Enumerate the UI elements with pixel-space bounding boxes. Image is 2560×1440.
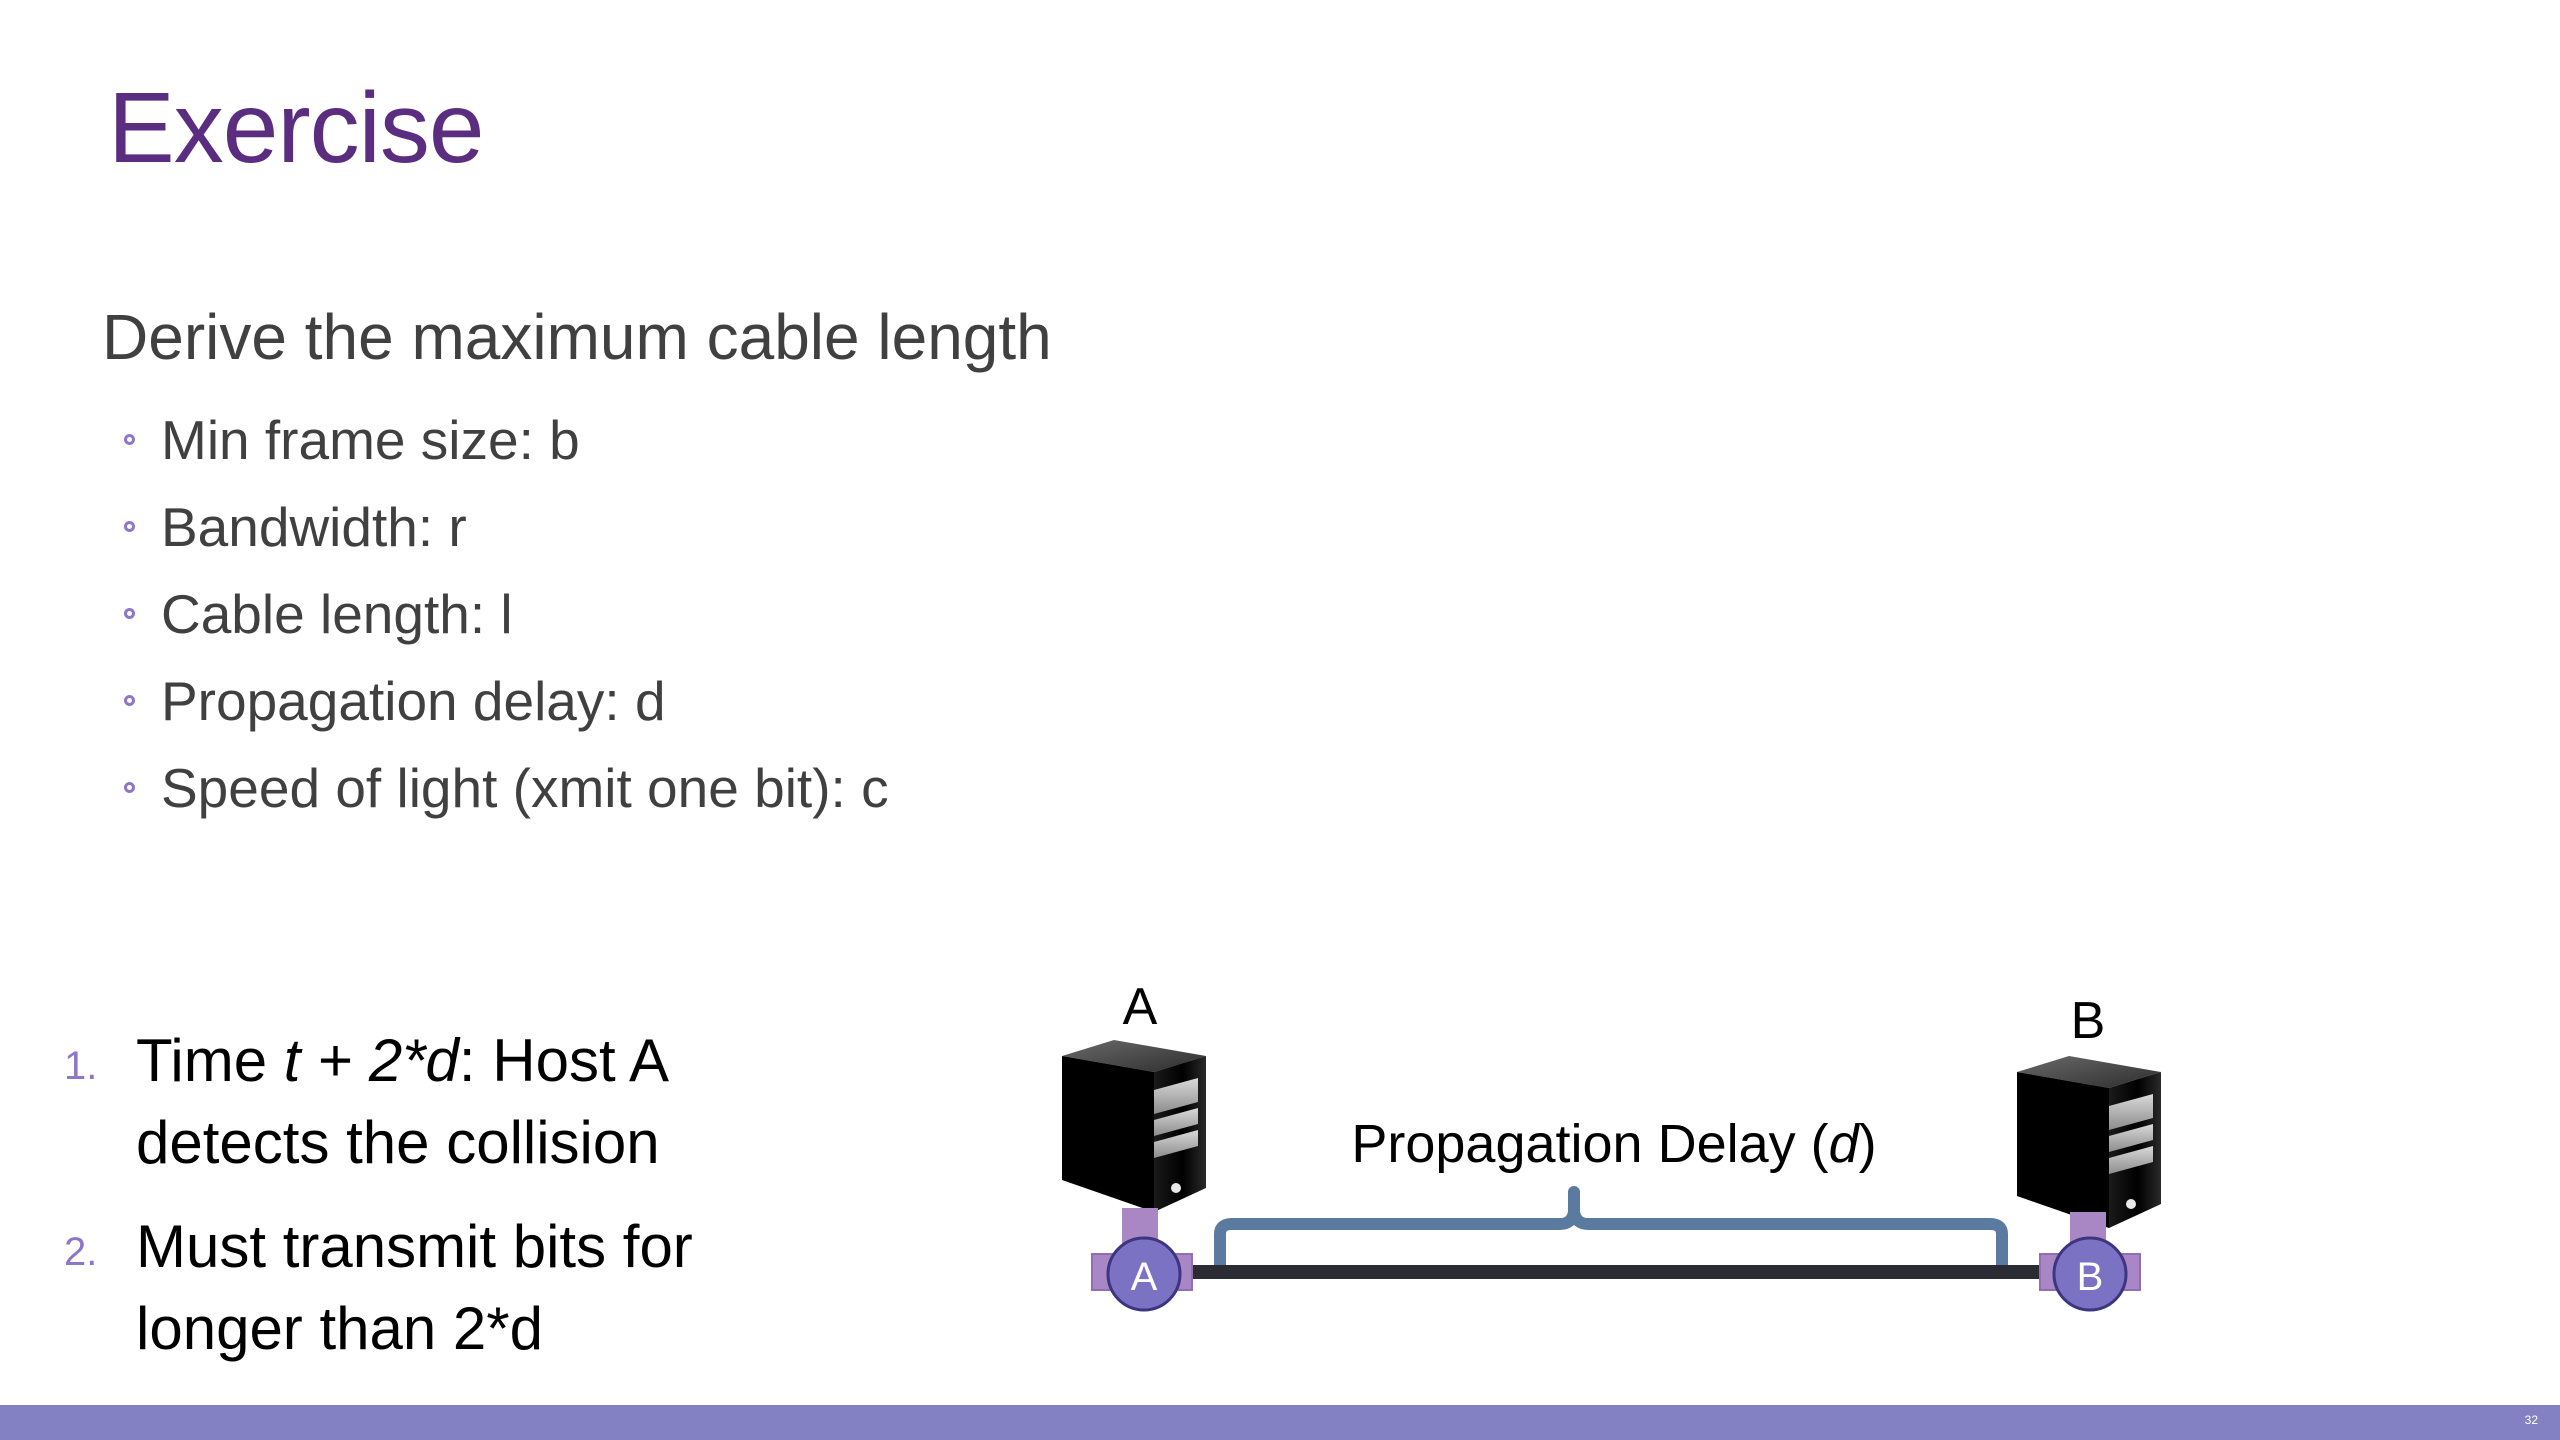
step-text-part: Time	[136, 1027, 284, 1094]
collision-diagram: A B Propagation Delay (d)	[1062, 980, 2161, 1312]
delay-label-variable: d	[1829, 1114, 1861, 1174]
delay-brace	[1214, 1186, 2008, 1276]
node-b-circle	[2052, 1236, 2128, 1312]
host-a-label: A	[1123, 980, 1158, 1036]
step-item: 2. Must transmit bits for longer than 2*…	[64, 1206, 816, 1370]
bullet-text: Bandwidth: r	[161, 495, 467, 558]
step-text: Must transmit bits for longer than 2*d	[136, 1213, 693, 1362]
parameter-list: Min frame size: b Bandwidth: r Cable len…	[124, 396, 889, 831]
host-b-label: B	[2071, 992, 2106, 1050]
list-item: Speed of light (xmit one bit): c	[124, 744, 889, 831]
bullet-icon	[124, 695, 135, 706]
step-text-part: : Host A detects the collision	[136, 1027, 666, 1176]
bullet-icon	[124, 608, 135, 619]
node-a-circle	[1106, 1236, 1182, 1312]
bullet-text: Cable length: l	[161, 582, 513, 645]
node-a-label: A	[1131, 1255, 1158, 1299]
delay-label-text: Propagation Delay (	[1351, 1114, 1828, 1174]
server-icon	[2017, 1056, 2161, 1228]
step-number: 2.	[64, 1230, 98, 1274]
list-item: Bandwidth: r	[124, 483, 889, 570]
slide-title: Exercise	[108, 72, 484, 184]
lead-text: Derive the maximum cable length	[102, 301, 1052, 373]
bullet-text: Propagation delay: d	[161, 669, 666, 732]
list-item: Propagation delay: d	[124, 657, 889, 744]
bullet-text: Min frame size: b	[161, 408, 580, 471]
step-number: 1.	[64, 1044, 98, 1088]
cable	[1160, 1265, 2108, 1279]
step-item: 1. Time t + 2*d: Host A detects the coll…	[64, 1020, 816, 1184]
propagation-delay-label: Propagation Delay (d)	[1351, 1114, 1876, 1174]
slide-number: 32	[2524, 1413, 2538, 1427]
list-item: Min frame size: b	[124, 396, 889, 483]
bullet-icon	[124, 782, 135, 793]
steps-list: 1. Time t + 2*d: Host A detects the coll…	[64, 1020, 816, 1392]
step-text-formula: t + 2*d	[283, 1027, 459, 1094]
list-item: Cable length: l	[124, 570, 889, 657]
bullet-icon	[124, 434, 135, 445]
bullet-icon	[124, 521, 135, 532]
node-b-label: B	[2077, 1255, 2104, 1299]
step-text: Time t + 2*d: Host A detects the collisi…	[136, 1020, 816, 1184]
bullet-text: Speed of light (xmit one bit): c	[161, 756, 889, 819]
server-icon	[1062, 1040, 1206, 1212]
footer-bar	[0, 1405, 2560, 1440]
delay-label-text: )	[1859, 1114, 1877, 1174]
